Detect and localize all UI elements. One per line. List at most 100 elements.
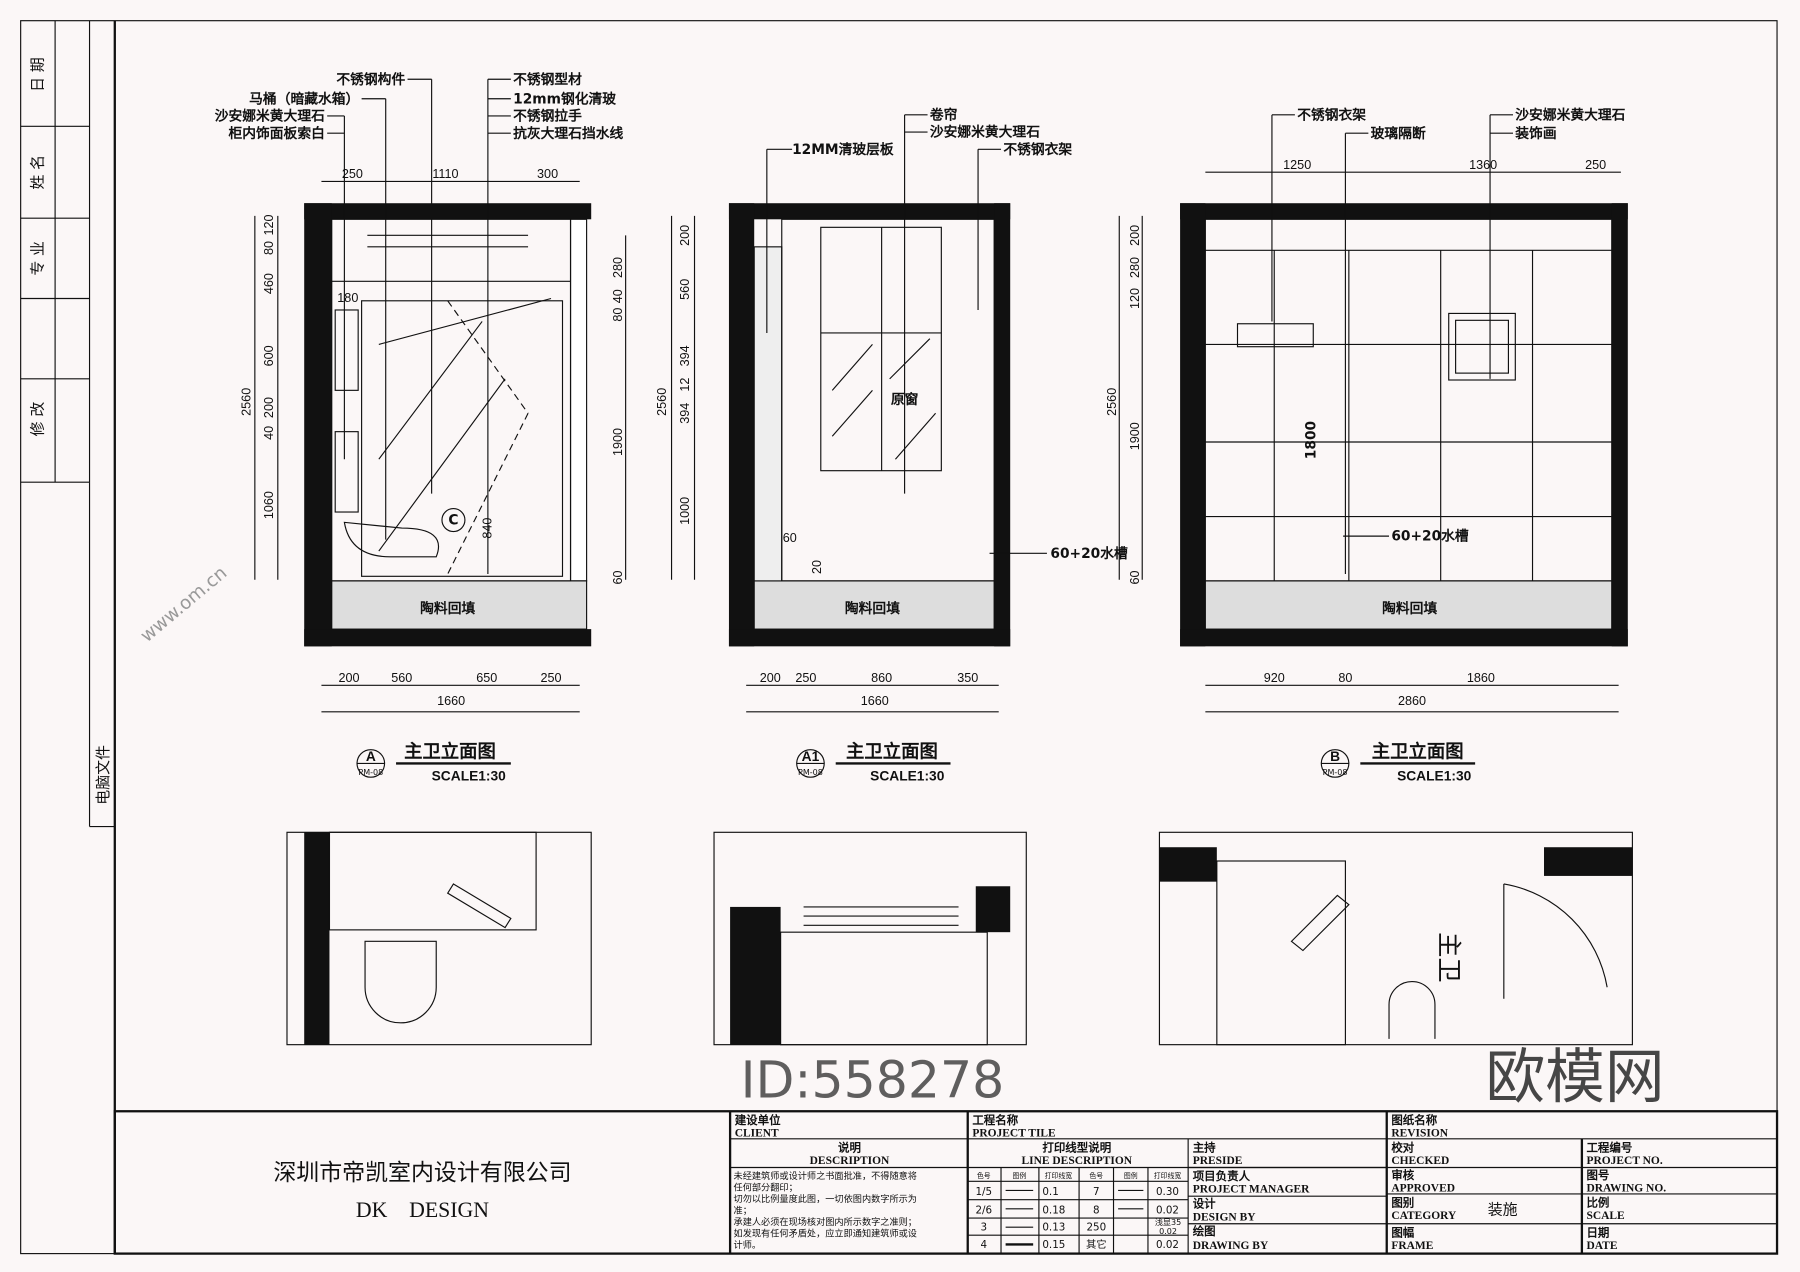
description-line: 计师。	[734, 1239, 762, 1251]
callout: 沙安娜米黄大理石	[1515, 106, 1625, 123]
dim: 1660	[437, 694, 465, 708]
callout: 12MM清玻层板	[792, 141, 894, 158]
dim: 1110	[432, 167, 458, 181]
sidebar-name: 姓 名	[28, 155, 46, 190]
project-label-en: PROJECT TILE	[972, 1128, 1056, 1140]
dim: 80	[611, 308, 625, 322]
drawing-label-cn: 绘图	[1193, 1224, 1216, 1238]
line-cell: 0.02	[1156, 1239, 1179, 1251]
checked-label-cn: 校对	[1391, 1140, 1414, 1154]
description-line: 任何部分翻印；	[734, 1181, 798, 1193]
elevation-title: 主卫立面图	[846, 741, 938, 763]
watermark-brand: 欧模网	[1485, 1043, 1664, 1112]
dim: 920	[1264, 671, 1285, 685]
dim: 250	[540, 671, 561, 685]
dim: 40	[611, 289, 625, 303]
dim: 120	[1128, 288, 1142, 309]
drawno-label-en: DRAWING NO.	[1586, 1183, 1666, 1195]
line-cell: 3	[981, 1222, 988, 1234]
description-line: 切勿以比例量度此图，一切依图内数字所示为	[734, 1193, 917, 1205]
dim: 280	[1128, 257, 1142, 278]
dim: 1360	[1469, 158, 1497, 172]
line-rows: 1/5 0.1 7 0.30 2/6 0.18 8 0.02 3 0.13 25…	[975, 1186, 1181, 1251]
description-label-en: DESCRIPTION	[810, 1155, 890, 1167]
sheet-ref: PM-08	[358, 768, 383, 777]
dim: 2860	[1398, 694, 1426, 708]
approved-label-en: APPROVED	[1391, 1183, 1455, 1195]
category-value: 装施	[1488, 1201, 1518, 1219]
title-block: 深圳市帝凯室内设计有限公司 DK DESIGN 建设单位 CLIENT 工程名称…	[113, 1110, 1779, 1255]
callout: 沙安娜米黄大理石	[930, 124, 1040, 141]
company-name-en: DK DESIGN	[356, 1198, 489, 1222]
pm-label-cn: 项目负责人	[1193, 1169, 1251, 1183]
dim: 250	[1585, 158, 1606, 172]
projno-label-cn: 工程编号	[1586, 1140, 1632, 1154]
line-header: 打印线宽	[1045, 1171, 1073, 1180]
pm-label-en: PROJECT MANAGER	[1193, 1184, 1310, 1196]
fill-label-a1: 陶料回填	[845, 600, 900, 617]
sidebar-date: 日 期	[28, 57, 46, 92]
line-cell: 0.13	[1042, 1222, 1065, 1234]
elevation-scale: SCALE1:30	[870, 769, 945, 784]
line-header: 色号	[977, 1171, 991, 1180]
checked-label-en: CHECKED	[1391, 1155, 1449, 1167]
client-label-en: CLIENT	[735, 1128, 779, 1140]
scale-label-en: SCALE	[1586, 1210, 1625, 1222]
callout: 不锈钢衣架	[1297, 106, 1366, 123]
line-cell: 0.02	[1156, 1204, 1179, 1216]
watermark-id: ID:558278	[741, 1050, 1005, 1109]
dim: 860	[871, 671, 892, 685]
dim: 80	[262, 241, 276, 255]
dim: 350	[957, 671, 978, 685]
date-label-en: DATE	[1586, 1240, 1617, 1252]
scale-label-cn: 比例	[1586, 1196, 1609, 1210]
revision-label-cn: 图纸名称	[1391, 1113, 1437, 1127]
dim: 1900	[611, 428, 625, 456]
description-line: 准；	[734, 1205, 752, 1216]
dim: 2560	[239, 388, 253, 416]
dim: 40	[262, 426, 276, 440]
elevation-title: 主卫立面图	[1372, 741, 1464, 763]
elevation-scale: SCALE1:30	[432, 769, 507, 784]
company-name-cn: 深圳市帝凯室内设计有限公司	[273, 1160, 571, 1186]
dim: 394	[678, 403, 692, 424]
dim: 300	[537, 167, 558, 181]
sink-label: 60+20水槽	[1391, 528, 1469, 545]
line-header: 图例	[1013, 1171, 1027, 1180]
line-cell: 0.30	[1156, 1186, 1179, 1198]
dim: 600	[262, 345, 276, 366]
dim: 120	[262, 215, 276, 236]
dim: 180	[337, 291, 358, 305]
dim: 200	[760, 671, 781, 685]
dim: 250	[795, 671, 816, 685]
sidebar-revise: 修 改	[28, 402, 46, 437]
client-label-cn: 建设单位	[735, 1113, 781, 1127]
preside-label-en: PRESIDE	[1193, 1155, 1243, 1167]
dim: 1000	[678, 497, 692, 525]
callout: 不锈钢型材	[513, 71, 582, 88]
line-cell: 8	[1093, 1204, 1100, 1216]
fill-label-b: 陶料回填	[1382, 600, 1437, 617]
line-cell: 0.1	[1042, 1186, 1058, 1198]
callout: 抗灰大理石挡水线	[513, 125, 623, 142]
elevation-id: A	[366, 749, 376, 764]
callout: 柜内饰面板索白	[229, 125, 325, 142]
plan-room-label: 主卫	[1435, 932, 1464, 983]
drawno-label-cn: 图号	[1586, 1169, 1609, 1182]
dim: 394	[678, 345, 692, 366]
dim: 650	[476, 671, 497, 685]
sink-label: 60+20水槽	[1050, 545, 1128, 562]
callout: 卷帘	[929, 106, 958, 123]
callout: 马桶（暗藏水箱）	[249, 90, 359, 107]
dim: 280	[611, 257, 625, 278]
dim: 1800	[1304, 421, 1320, 459]
design-label-cn: 设计	[1193, 1197, 1216, 1211]
project-label-cn: 工程名称	[972, 1113, 1018, 1127]
elevation-a1: 原窗 陶料回填 60 20 60+20水槽 12MM清玻层板 卷帘 沙安娜米黄大…	[655, 106, 1128, 783]
line-cell: 250	[1086, 1222, 1106, 1234]
approved-label-cn: 审核	[1391, 1168, 1414, 1182]
dim: 80	[1338, 671, 1352, 685]
date-label-cn: 日期	[1586, 1225, 1609, 1239]
callout: 装饰画	[1514, 125, 1556, 142]
